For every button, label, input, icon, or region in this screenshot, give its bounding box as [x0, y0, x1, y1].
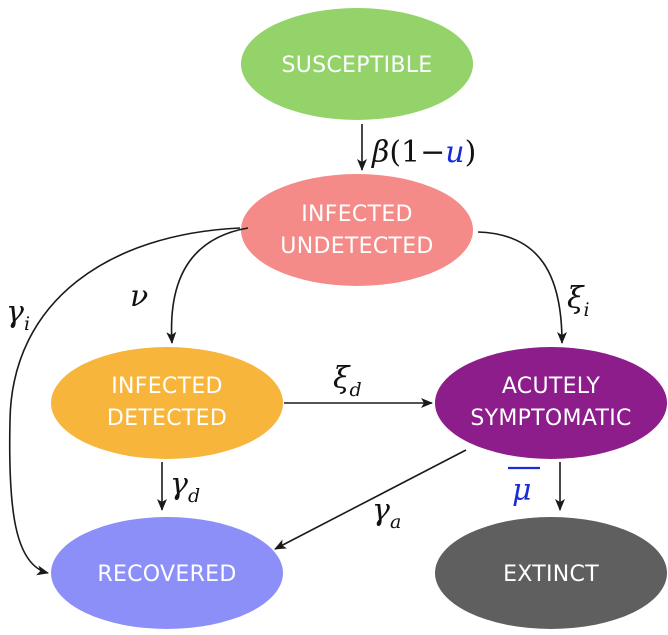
node-infected-undetected-label-line2: UNDETECTED	[280, 234, 433, 259]
label-gamma-a-subscript: a	[390, 511, 401, 533]
node-susceptible-shape	[241, 8, 473, 120]
label-mu-bar: μ	[508, 466, 540, 508]
label-gamma-a-symbol: γ	[372, 493, 390, 528]
node-extinct: EXTINCT	[435, 517, 667, 629]
node-extinct-shape	[435, 517, 667, 629]
label-infection-rate-close: )	[465, 135, 477, 170]
node-acutely-symptomatic-shape	[435, 347, 667, 459]
node-recovered: RECOVERED	[51, 517, 283, 629]
label-infection-rate-beta: β	[371, 135, 389, 170]
node-recovered-label: RECOVERED	[97, 562, 236, 587]
node-acutely-symptomatic-label-line1: ACUTELY	[502, 374, 601, 399]
node-acutely-symptomatic: ACUTELY SYMPTOMATIC	[435, 347, 667, 459]
label-mu-bar-symbol: μ	[512, 473, 532, 508]
arrow-infected-undetected-to-acutely-symptomatic	[477, 231, 567, 344]
node-infected-undetected-label-line1: INFECTED	[301, 202, 413, 227]
node-susceptible-label: SUSCEPTIBLE	[281, 53, 432, 78]
label-xi-i: ξi	[567, 281, 590, 321]
label-infection-rate-u: u	[445, 135, 464, 170]
label-xi-i-subscript: i	[584, 299, 590, 321]
label-gamma-i: γi	[6, 295, 30, 335]
label-xi-d-subscript: d	[350, 379, 362, 401]
label-gamma-d-subscript: d	[188, 485, 200, 507]
node-extinct-label: EXTINCT	[503, 562, 599, 587]
node-infected-detected-label-line2: DETECTED	[107, 406, 227, 431]
node-acutely-symptomatic-label-line2: SYMPTOMATIC	[470, 406, 631, 431]
arrow-acutely-symptomatic-to-recovered	[274, 449, 467, 550]
label-gamma-a: γa	[372, 493, 401, 533]
arrow-infected-undetected-to-infected-detected	[166, 227, 249, 344]
label-infection-rate-open: (1	[389, 135, 420, 170]
label-gamma-d: γd	[170, 467, 200, 507]
label-gamma-d-symbol: γ	[170, 467, 188, 502]
node-infected-undetected-shape	[241, 174, 473, 286]
node-infected-detected-shape	[51, 347, 283, 459]
node-infected-detected: INFECTED DETECTED	[51, 347, 283, 459]
label-nu: ν	[130, 279, 148, 314]
label-xi-d-symbol: ξ	[333, 361, 351, 396]
node-recovered-shape	[51, 517, 283, 629]
label-gamma-i-subscript: i	[24, 313, 30, 335]
arrow-infected-undetected-to-recovered	[8, 227, 241, 576]
node-infected-detected-label-line1: INFECTED	[111, 374, 223, 399]
node-infected-undetected: INFECTED UNDETECTED	[241, 174, 473, 286]
label-infection-rate: β(1−u)	[371, 135, 476, 170]
node-susceptible: SUSCEPTIBLE	[241, 8, 473, 120]
label-xi-i-symbol: ξ	[567, 281, 585, 316]
label-infection-rate-minus: −	[420, 135, 445, 170]
label-gamma-i-symbol: γ	[6, 295, 24, 330]
label-xi-d: ξd	[333, 361, 362, 401]
